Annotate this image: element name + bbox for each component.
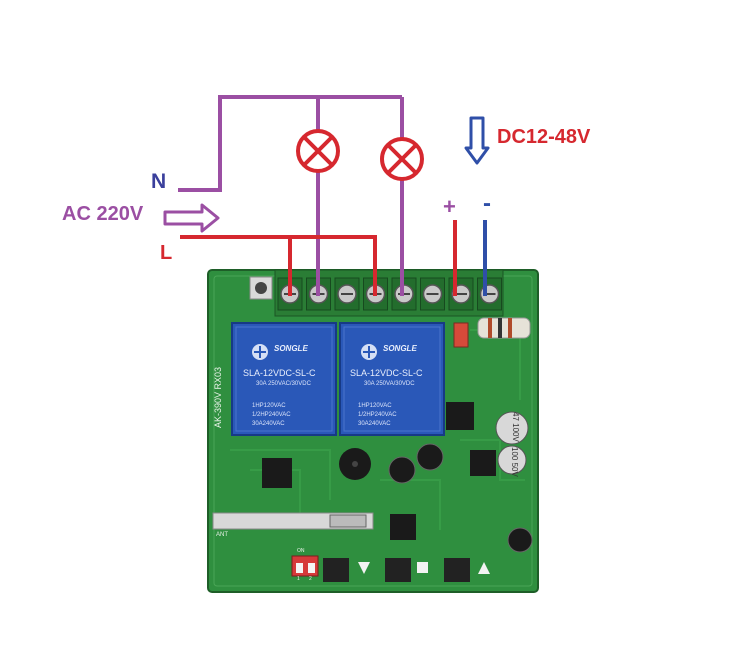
label-dc-supply: DC12-48V	[497, 126, 591, 148]
capacitors	[388, 411, 533, 553]
dip-switch	[291, 555, 319, 577]
ic-chip	[262, 402, 496, 540]
control-buttons	[323, 558, 490, 582]
pair-button	[249, 276, 273, 300]
dip-label-on: ON	[297, 548, 305, 554]
relay-1-brand: SONGLE	[274, 344, 308, 353]
dip-label-1: 1	[297, 576, 300, 582]
label-plus: +	[443, 194, 456, 219]
lamp-icon	[380, 137, 424, 181]
label-neutral: N	[151, 170, 167, 193]
relay-1-spec-4: 30A240VAC	[252, 421, 285, 427]
board-antenna-label: ANT	[216, 532, 228, 538]
arrow-right-icon	[163, 203, 220, 233]
relay-2-brand: SONGLE	[383, 344, 417, 353]
label-minus: -	[483, 190, 491, 217]
relay-2-spec-2: 1HP120VAC	[358, 403, 392, 409]
dip-label-2: 2	[309, 576, 312, 582]
label-line: L	[160, 242, 173, 264]
cap-label-1: 47 100V	[511, 412, 520, 442]
rf-module	[212, 512, 374, 530]
relay-1-spec-3: 1/2HP240VAC	[252, 412, 291, 418]
neutral-wires	[178, 95, 404, 296]
relay-1-spec-1: 30A 250VAC/30VDC	[256, 381, 311, 387]
terminal-block	[274, 269, 504, 317]
cap-label-2: 100 50V	[510, 447, 519, 477]
relay-2-spec-4: 30A240VAC	[358, 421, 391, 427]
power-resistor	[453, 317, 531, 348]
relay-2-spec-1: 30A 250VA/30VDC	[364, 381, 415, 387]
relay-1-model: SLA-12VDC-SL-C	[243, 368, 316, 378]
label-ac-supply: AC 220V	[62, 203, 144, 225]
board-model-text: AK-390V RX03	[213, 366, 223, 428]
relay-2-model: SLA-12VDC-SL-C	[350, 368, 423, 378]
line-wires	[180, 235, 377, 296]
lamp-icon	[296, 129, 340, 173]
relay-2-spec-3: 1/2HP240VAC	[358, 412, 397, 418]
relay-1	[231, 322, 337, 436]
relay-1-spec-2: 1HP120VAC	[252, 403, 286, 409]
relay-2	[339, 322, 445, 436]
arrow-down-icon	[464, 116, 490, 165]
buzzer	[339, 448, 371, 480]
